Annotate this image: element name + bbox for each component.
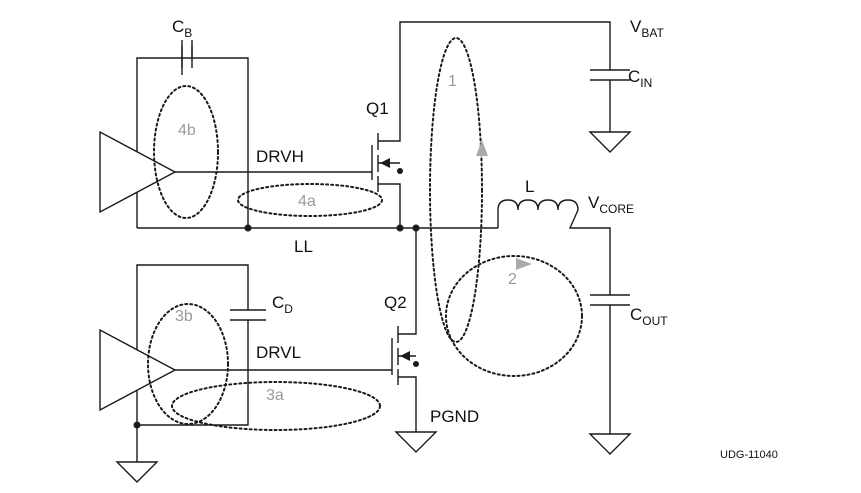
loop-4a-label: 4a (298, 193, 316, 210)
input-capacitor-cin (590, 69, 630, 132)
loop-2-arrow-icon (516, 258, 532, 270)
loop-1-arrow-icon (476, 140, 488, 156)
loop-4b (153, 85, 219, 219)
vbat-label: VBAT (630, 17, 664, 40)
cd-label: CD (272, 293, 293, 316)
loop-1 (429, 37, 483, 343)
loop-1-label: 1 (448, 73, 457, 90)
q2-mosfet (391, 228, 419, 432)
inductor-label: L (525, 177, 534, 196)
q1-mosfet (371, 21, 611, 228)
drvl-label: DRVL (256, 343, 301, 362)
loop-2 (445, 255, 583, 377)
cin-label: CIN (628, 67, 652, 90)
loop-3b-label: 3b (175, 308, 193, 325)
vcore-label: VCORE (588, 193, 634, 216)
decoupling-capacitor-cd (230, 309, 266, 330)
cb-label: CB (172, 17, 192, 40)
q2-label: Q2 (384, 293, 407, 312)
node-driver-ground (133, 421, 141, 429)
output-capacitor-cout (590, 294, 630, 434)
driver-ground-icon (115, 461, 159, 483)
ll-label: LL (294, 237, 313, 256)
loop-3b (147, 303, 229, 425)
low-side-driver (99, 264, 392, 462)
loop-4a (237, 183, 383, 217)
cin-ground-icon (588, 131, 632, 153)
loop-3a-label: 3a (266, 387, 284, 404)
loop-2-label: 2 (508, 271, 517, 288)
node-cb-ll (244, 224, 252, 232)
high-side-driver (99, 57, 372, 228)
pgnd-label: PGND (430, 407, 479, 426)
q1-label: Q1 (366, 99, 389, 118)
drvh-label: DRVH (256, 147, 304, 166)
cb-plates (181, 46, 193, 68)
inductor-l (497, 199, 611, 295)
loop-4b-label: 4b (178, 122, 196, 139)
cout-label: COUT (630, 305, 668, 328)
figure-id: UDG-11040 (720, 449, 778, 461)
pgnd-ground-icon (394, 431, 438, 453)
cout-ground-icon (588, 433, 632, 455)
loop-3a (171, 381, 381, 431)
